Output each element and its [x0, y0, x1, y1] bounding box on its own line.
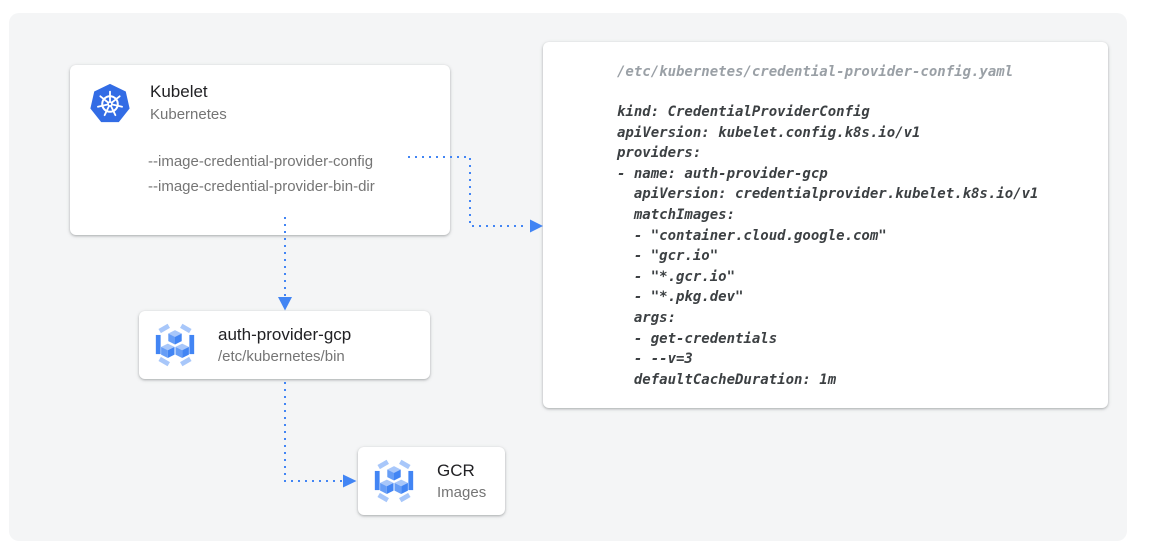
kubelet-card-text: Kubelet Kubernetes — [150, 80, 227, 126]
gcr-icon — [371, 458, 417, 504]
credential-provider-config-card: /etc/kubernetes/credential-provider-conf… — [543, 42, 1108, 408]
config-file-path: /etc/kubernetes/credential-provider-conf… — [617, 64, 1014, 80]
gcr-images-card: GCR Images — [358, 447, 505, 515]
kubelet-card: Kubelet Kubernetes --image-credential-pr… — [70, 65, 450, 235]
config-yaml-code: kind: CredentialProviderConfig apiVersio… — [617, 104, 1039, 388]
gcr-subtitle: Images — [437, 484, 487, 501]
gcr-icon — [152, 322, 198, 368]
kubernetes-icon — [88, 82, 132, 126]
gcr-text: GCR Images — [437, 459, 486, 503]
auth-provider-gcp-subtitle: /etc/kubernetes/bin — [218, 348, 345, 365]
flag-image-credential-provider-bin-dir: --image-credential-provider-bin-dir — [148, 178, 375, 195]
auth-provider-gcp-text: auth-provider-gcp /etc/kubernetes/bin — [218, 323, 351, 367]
flag-image-credential-provider-config: --image-credential-provider-config — [148, 153, 374, 170]
kubelet-title: Kubelet — [150, 82, 208, 101]
auth-provider-gcp-card: auth-provider-gcp /etc/kubernetes/bin — [139, 311, 430, 379]
kubelet-subtitle: Kubernetes — [150, 106, 227, 123]
kubelet-flags: --image-credential-provider-config --ima… — [148, 149, 375, 199]
auth-provider-gcp-title: auth-provider-gcp — [218, 325, 352, 344]
gcr-title: GCR — [437, 461, 475, 480]
